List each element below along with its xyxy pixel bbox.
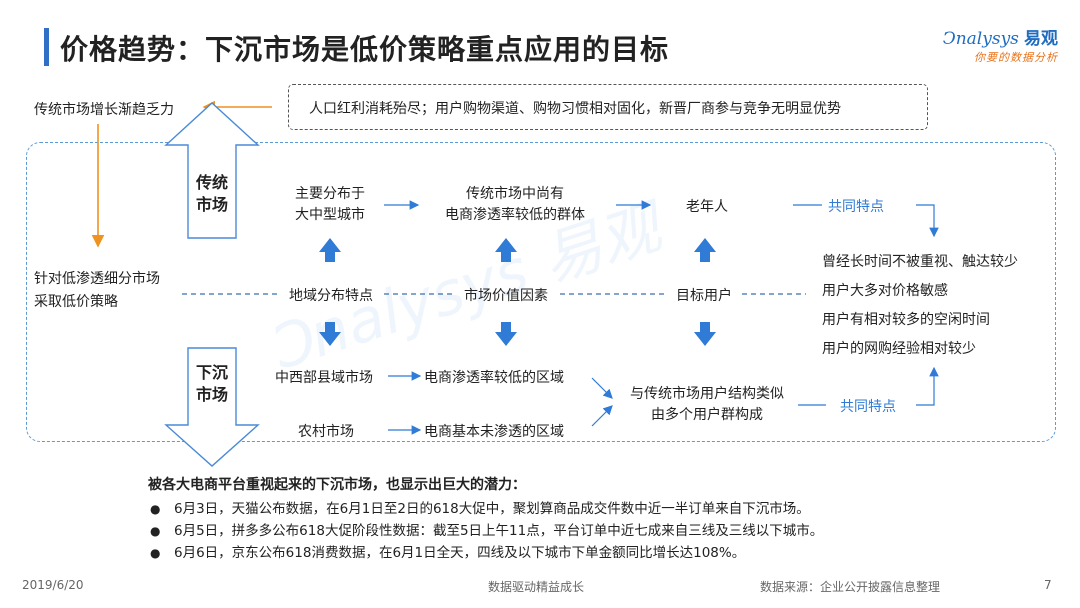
feature-item: 用户有相对较多的空闲时间 bbox=[822, 312, 990, 328]
note-item: 6月6日，京东公布618消费数据，在6月1日全天，四线及以下城市下单金额同比增长… bbox=[148, 542, 823, 564]
feature-item: 用户的网购经验相对较少 bbox=[822, 341, 976, 357]
traditional-market-up-arrow-icon bbox=[164, 102, 260, 239]
sinking-market-label-line2: 市场 bbox=[195, 385, 228, 404]
regional-distribution-feature: 地域分布特点 bbox=[289, 288, 373, 304]
distribution-large-cities: 主要分布于 大中型城市 bbox=[270, 184, 390, 226]
note-item: 6月3日，天猫公布数据，在6月1日至2日的618大促中，聚划算商品成交件数中近一… bbox=[148, 498, 823, 520]
low-penetration-line1: 传统市场中尚有 bbox=[466, 186, 564, 202]
target-users: 目标用户 bbox=[676, 288, 732, 304]
low-price-strategy-label-line2: 采取低价策略 bbox=[34, 294, 118, 310]
common-feature-bottom: 共同特点 bbox=[840, 399, 896, 415]
low-price-strategy-label-line1: 针对低渗透细分市场 bbox=[34, 271, 160, 287]
notes-heading: 被各大电商平台重视起来的下沉市场，也显示出巨大的潜力： bbox=[148, 477, 526, 493]
note-item: 6月5日，拼多多公布618大促阶段性数据：截至5日上午11点，平台订单中近七成来… bbox=[148, 520, 823, 542]
bold-down-arrows bbox=[319, 322, 716, 346]
logo-swirl-icon: Ͻ bbox=[942, 29, 956, 49]
unpenetrated-region: 电商基本未渗透的区域 bbox=[424, 424, 564, 440]
sinking-market-label: 下沉 市场 bbox=[190, 362, 234, 406]
common-feature-top: 共同特点 bbox=[828, 199, 884, 215]
bold-up-arrows bbox=[319, 238, 716, 262]
distribution-line2: 大中型城市 bbox=[295, 207, 365, 223]
notes-list: 6月3日，天猫公布数据，在6月1日至2日的618大促中，聚划算商品成交件数中近一… bbox=[148, 498, 823, 564]
sinking-market-down-arrow-icon bbox=[164, 347, 260, 467]
page-title: 价格趋势：下沉市场是低价策略重点应用的目标 bbox=[60, 33, 670, 66]
traditional-market-slowdown-label: 传统市场增长渐趋乏力 bbox=[34, 102, 174, 118]
logo-en-text: nalysys bbox=[955, 29, 1019, 49]
footer-slogan: 数据驱动精益成长 bbox=[488, 580, 585, 594]
cause-box: 人口红利消耗殆尽；用户购物渠道、购物习惯相对固化，新晋厂商参与竞争无明显优势 bbox=[288, 84, 928, 130]
low-penetration-group: 传统市场中尚有 电商渗透率较低的群体 bbox=[420, 184, 610, 226]
sinking-market-label-line1: 下沉 bbox=[195, 363, 228, 382]
elderly-users: 老年人 bbox=[686, 199, 728, 215]
cause-text: 人口红利消耗殆尽；用户购物渠道、购物习惯相对固化，新晋厂商参与竞争无明显优势 bbox=[309, 101, 841, 117]
common-features-list: 曾经长时间不被重视、触达较少 用户大多对价格敏感 用户有相对较多的空闲时间 用户… bbox=[822, 248, 1018, 364]
market-value-factor: 市场价值因素 bbox=[464, 288, 548, 304]
feature-item: 用户大多对价格敏感 bbox=[822, 283, 948, 299]
similar-structure-line1: 与传统市场用户结构类似 bbox=[630, 386, 784, 402]
page-number: 7 bbox=[1044, 578, 1052, 592]
low-penetration-line2: 电商渗透率较低的群体 bbox=[445, 207, 585, 223]
midwest-county-market: 中西部县域市场 bbox=[275, 370, 373, 386]
footer-source: 数据来源：企业公开披露信息整理 bbox=[760, 580, 941, 594]
footer-date: 2019/6/20 bbox=[22, 578, 84, 592]
similar-structure-line2: 由多个用户群构成 bbox=[651, 407, 763, 423]
traditional-market-label-line2: 市场 bbox=[195, 195, 228, 214]
logo-cn-text: 易观 bbox=[1024, 29, 1058, 49]
rural-market: 农村市场 bbox=[298, 424, 354, 440]
title-accent-bar bbox=[44, 28, 49, 66]
market-comparison-region bbox=[26, 142, 1056, 442]
traditional-market-label: 传统 市场 bbox=[190, 172, 234, 216]
logo-tagline: 你要的数据分析 bbox=[974, 51, 1058, 64]
low-penetration-region: 电商渗透率较低的区域 bbox=[424, 370, 564, 386]
similar-user-structure: 与传统市场用户结构类似 由多个用户群构成 bbox=[614, 384, 800, 426]
distribution-line1: 主要分布于 bbox=[295, 186, 365, 202]
feature-item: 曾经长时间不被重视、触达较少 bbox=[822, 254, 1018, 270]
analysys-logo: Ͻnalysys 易观 你要的数据分析 bbox=[922, 24, 1058, 72]
traditional-market-label-line1: 传统 bbox=[195, 173, 228, 192]
